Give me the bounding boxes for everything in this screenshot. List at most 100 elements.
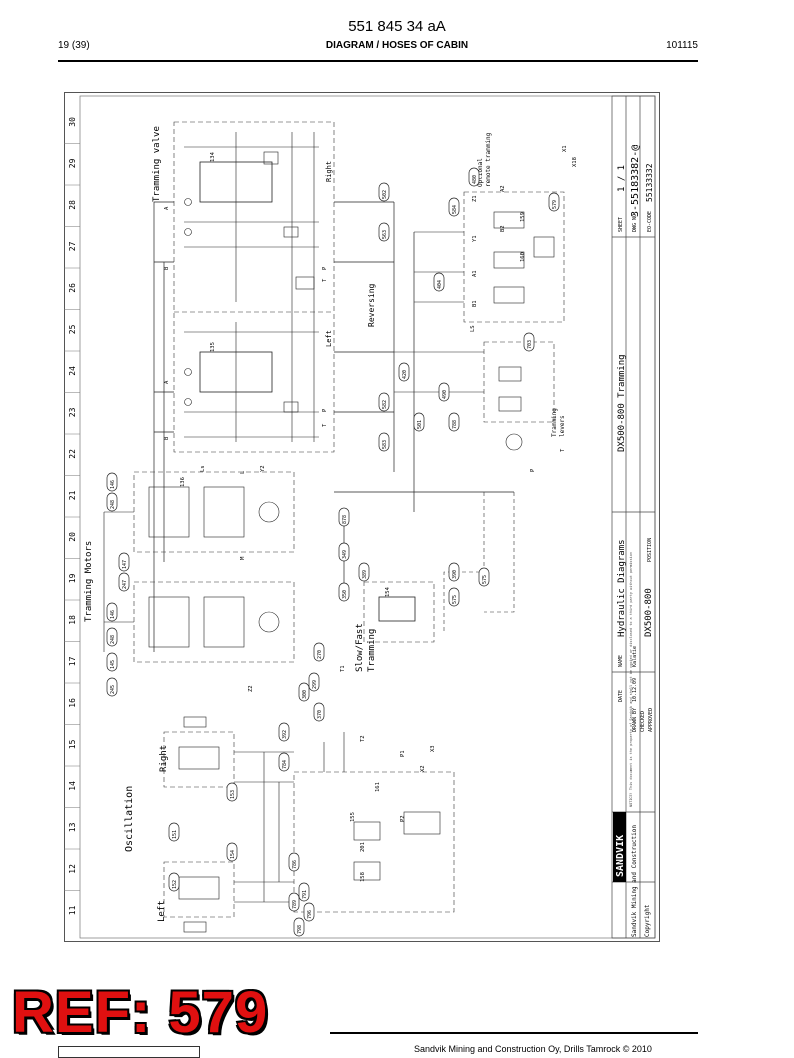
hose-tag: 789 <box>292 900 298 909</box>
oscillation-left-outline <box>163 861 235 918</box>
hose-tag-box <box>278 722 290 742</box>
component-code: 136 <box>180 477 186 487</box>
hose-tag-box <box>168 872 180 892</box>
hose-tag: 575 <box>482 575 488 584</box>
hose-tag: 420 <box>402 370 408 379</box>
port-label: L <box>240 470 246 474</box>
port-label: Z2 <box>248 685 254 692</box>
port-label: X18 <box>572 157 578 167</box>
grid-number: 28 <box>68 200 77 210</box>
hose-tag: 154 <box>230 850 236 859</box>
grid-number: 30 <box>68 117 77 127</box>
motor-upper-outline <box>133 471 295 553</box>
doc-type: Hydraulic Diagrams <box>617 539 627 637</box>
port-label: X1 <box>562 145 568 152</box>
hose-tag-box <box>338 507 350 527</box>
grid-number: 14 <box>68 781 77 791</box>
hose-tag-box <box>313 642 325 662</box>
label-optional: Optional <box>477 158 484 187</box>
hose-tag-box <box>448 197 460 217</box>
drain-line <box>443 492 485 632</box>
pilot-line <box>484 492 515 613</box>
footer-logo <box>58 1046 200 1058</box>
port-label: LS <box>470 325 476 332</box>
drawing-inner-frame <box>79 95 656 939</box>
company-name: SANDVIK <box>615 835 626 877</box>
eo-value: 55133332 <box>645 163 654 202</box>
hose-tag: 146 <box>110 480 116 489</box>
hose-tag: 390 <box>452 570 458 579</box>
hose-tag-box <box>226 782 238 802</box>
hose-tag: 349 <box>342 550 348 559</box>
port-label: Ls <box>200 465 206 472</box>
hose-tag: 248 <box>110 500 116 509</box>
port-label: X3 <box>430 745 436 752</box>
grid-number: 18 <box>68 615 77 625</box>
sheet-label: SHEET <box>618 217 624 232</box>
hose-tag: 350 <box>342 590 348 599</box>
hose-tag-box <box>308 672 320 692</box>
hose-tag-box <box>548 192 560 212</box>
hose-tag: 146 <box>110 610 116 619</box>
label-reversing: Reversing <box>367 283 376 327</box>
grid-number: 23 <box>68 407 77 417</box>
hose-tag-box <box>226 842 238 862</box>
hose-tag-box <box>378 392 390 412</box>
grid-number: 16 <box>68 698 77 708</box>
hose-tag-box <box>413 412 425 432</box>
hose-tag-box <box>118 552 130 572</box>
hose-tag-box <box>106 652 118 672</box>
grid-number: 26 <box>68 283 77 293</box>
port-label: Y2 <box>260 465 266 472</box>
grid-number: 22 <box>68 449 77 459</box>
motor-internals <box>103 486 280 652</box>
port-label: B <box>164 436 170 440</box>
hose-tag: 563 <box>382 230 388 239</box>
hose-tag: 145 <box>110 660 116 669</box>
hose-tag: 300 <box>302 690 308 699</box>
component-code: 155 <box>350 812 356 822</box>
checked-label: CHECKED <box>640 711 646 732</box>
hose-tag-box <box>438 382 450 402</box>
hose-tag: 878 <box>342 515 348 524</box>
port-label: X2 <box>420 765 426 772</box>
dwg-label: DWG NO <box>632 214 638 232</box>
component-code: 135 <box>210 342 216 352</box>
hose-tag-box <box>298 882 310 902</box>
hose-tag-box <box>478 567 490 587</box>
hose-tag: 299 <box>312 680 318 689</box>
label-slow-fast: Slow/Fast <box>355 623 365 672</box>
label-oscillation: Oscillation <box>124 786 135 852</box>
hose-tag: 784 <box>282 760 288 769</box>
hose-tag-box <box>448 562 460 582</box>
hose-tag-box <box>168 822 180 842</box>
drawn-date: 10.12.09 <box>632 678 638 702</box>
port-label: B1 <box>472 300 478 307</box>
hose-tag: 147 <box>122 560 128 569</box>
motor-lower-outline <box>133 581 295 663</box>
port-label: Y1 <box>472 235 478 242</box>
hose-tag-box <box>288 892 300 912</box>
hose-tag-box <box>448 587 460 607</box>
hose-tag-box <box>338 542 350 562</box>
subtitle: DX500-800 Tramming <box>617 354 627 452</box>
hose-tag-box <box>106 492 118 512</box>
hose-tag-box <box>313 702 325 722</box>
component-code: 160 <box>520 252 526 262</box>
position-label: POSITION <box>647 538 653 562</box>
grid-number: 19 <box>68 573 77 583</box>
name-value: Kalatie <box>632 646 638 667</box>
copyright: Copyright <box>644 904 651 937</box>
grid-number: 13 <box>68 822 77 832</box>
company-subtitle: Sandvik Mining and Construction <box>631 825 638 937</box>
port-label: P <box>322 408 328 412</box>
label-tramming-slow: Tramming <box>367 629 377 672</box>
hose-tag: 152 <box>172 880 178 889</box>
page-number: 19 (39) <box>58 40 90 51</box>
hose-tag: 245 <box>110 685 116 694</box>
port-label: T <box>560 448 566 452</box>
component-code: 201 <box>360 842 366 852</box>
drawn-by-label: DRAWN BY <box>632 708 638 732</box>
